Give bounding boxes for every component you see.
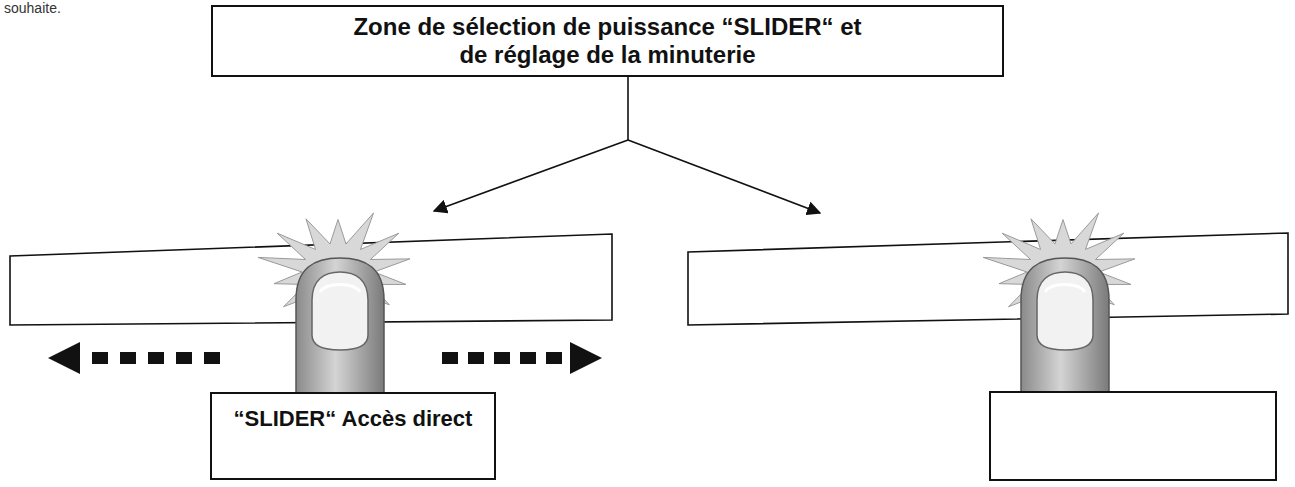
arrow-dash bbox=[148, 352, 164, 364]
arrow-dash bbox=[176, 352, 192, 364]
arrow-dash bbox=[494, 352, 510, 364]
slide-arrow-left bbox=[48, 342, 220, 374]
caption-text: “SLIDER“ Accès direct bbox=[234, 406, 473, 431]
arrow-dash bbox=[92, 352, 108, 364]
empty-box bbox=[990, 392, 1276, 480]
finger bbox=[296, 258, 384, 395]
arrow-dash bbox=[204, 352, 220, 364]
arrow-dash bbox=[120, 352, 136, 364]
heading-text: Zone de sélection de puissance “SLIDER“ … bbox=[348, 13, 868, 68]
finger bbox=[1021, 258, 1109, 395]
note-text: souhaite. bbox=[4, 0, 61, 16]
caption-box: “SLIDER“ Accès direct bbox=[210, 392, 496, 480]
arrow-dash bbox=[468, 352, 484, 364]
slide-arrow-right bbox=[442, 342, 602, 374]
arrow-dash bbox=[442, 352, 458, 364]
arrow-dash bbox=[520, 352, 536, 364]
title-box: Zone de sélection de puissance “SLIDER“ … bbox=[211, 5, 1004, 77]
pointer-lines bbox=[434, 72, 820, 213]
slider-bar bbox=[688, 233, 1288, 325]
arrow-dash bbox=[546, 352, 562, 364]
